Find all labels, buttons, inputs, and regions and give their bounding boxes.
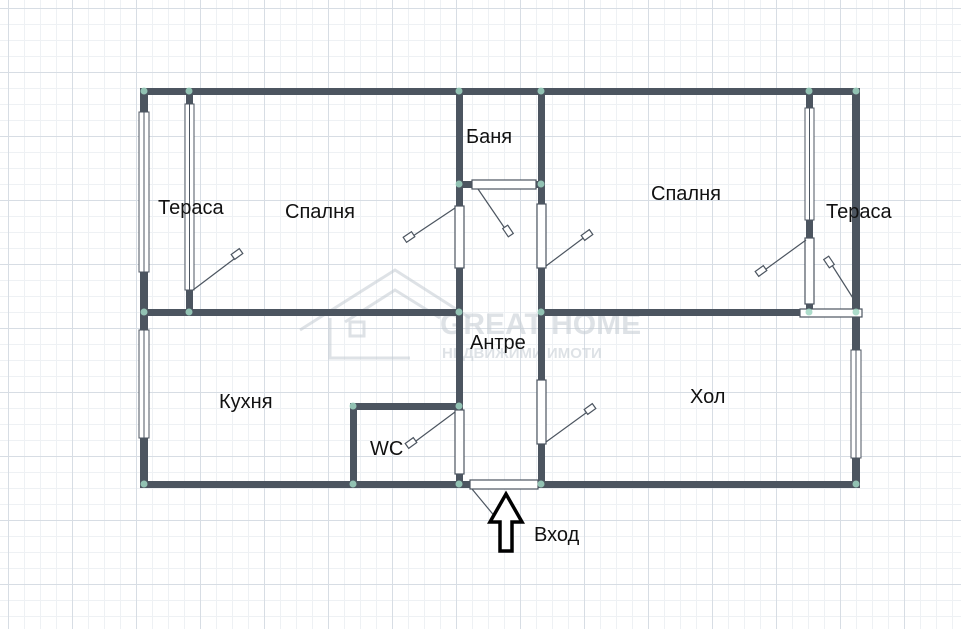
door-bedroom-right xyxy=(536,203,594,269)
label-bedroom-right: Спалня xyxy=(651,183,721,205)
label-kitchen: Кухня xyxy=(219,391,273,413)
label-terrace-right: Тераса xyxy=(826,201,892,223)
door-living-room xyxy=(536,379,597,445)
inner-walls xyxy=(140,88,813,488)
door-terrace-right-exit xyxy=(799,255,863,318)
label-entrance: Вход xyxy=(534,524,580,546)
label-terrace-left: Тераса xyxy=(158,197,224,219)
wall-nodes xyxy=(140,87,860,488)
label-wc: WC xyxy=(370,438,403,460)
door-bathroom xyxy=(471,179,537,238)
label-bathroom: Баня xyxy=(466,126,512,148)
outer-walls xyxy=(140,88,860,488)
door-terrace-left xyxy=(192,247,244,291)
window-kitchen xyxy=(138,329,150,439)
entrance-arrow-icon xyxy=(486,490,526,553)
room-labels: Тераса Спалня Баня Спалня Тераса Антре К… xyxy=(158,126,892,546)
label-bedroom-left: Спалня xyxy=(285,201,355,223)
door-bedroom-left xyxy=(402,205,465,269)
door-wc xyxy=(404,409,465,475)
doors xyxy=(192,179,863,531)
watermark-tagline: НЕДВИЖИМИ ИМОТИ xyxy=(442,345,602,362)
window-terrace-left-inner xyxy=(184,103,195,291)
window-terrace-left-outer xyxy=(138,111,150,273)
window-terrace-right-inner xyxy=(804,107,815,221)
label-hallway: Антре xyxy=(470,332,526,354)
windows xyxy=(138,103,862,459)
door-terrace-right xyxy=(754,237,815,305)
label-living-room: Хол xyxy=(690,386,725,408)
window-living-room xyxy=(850,349,862,459)
